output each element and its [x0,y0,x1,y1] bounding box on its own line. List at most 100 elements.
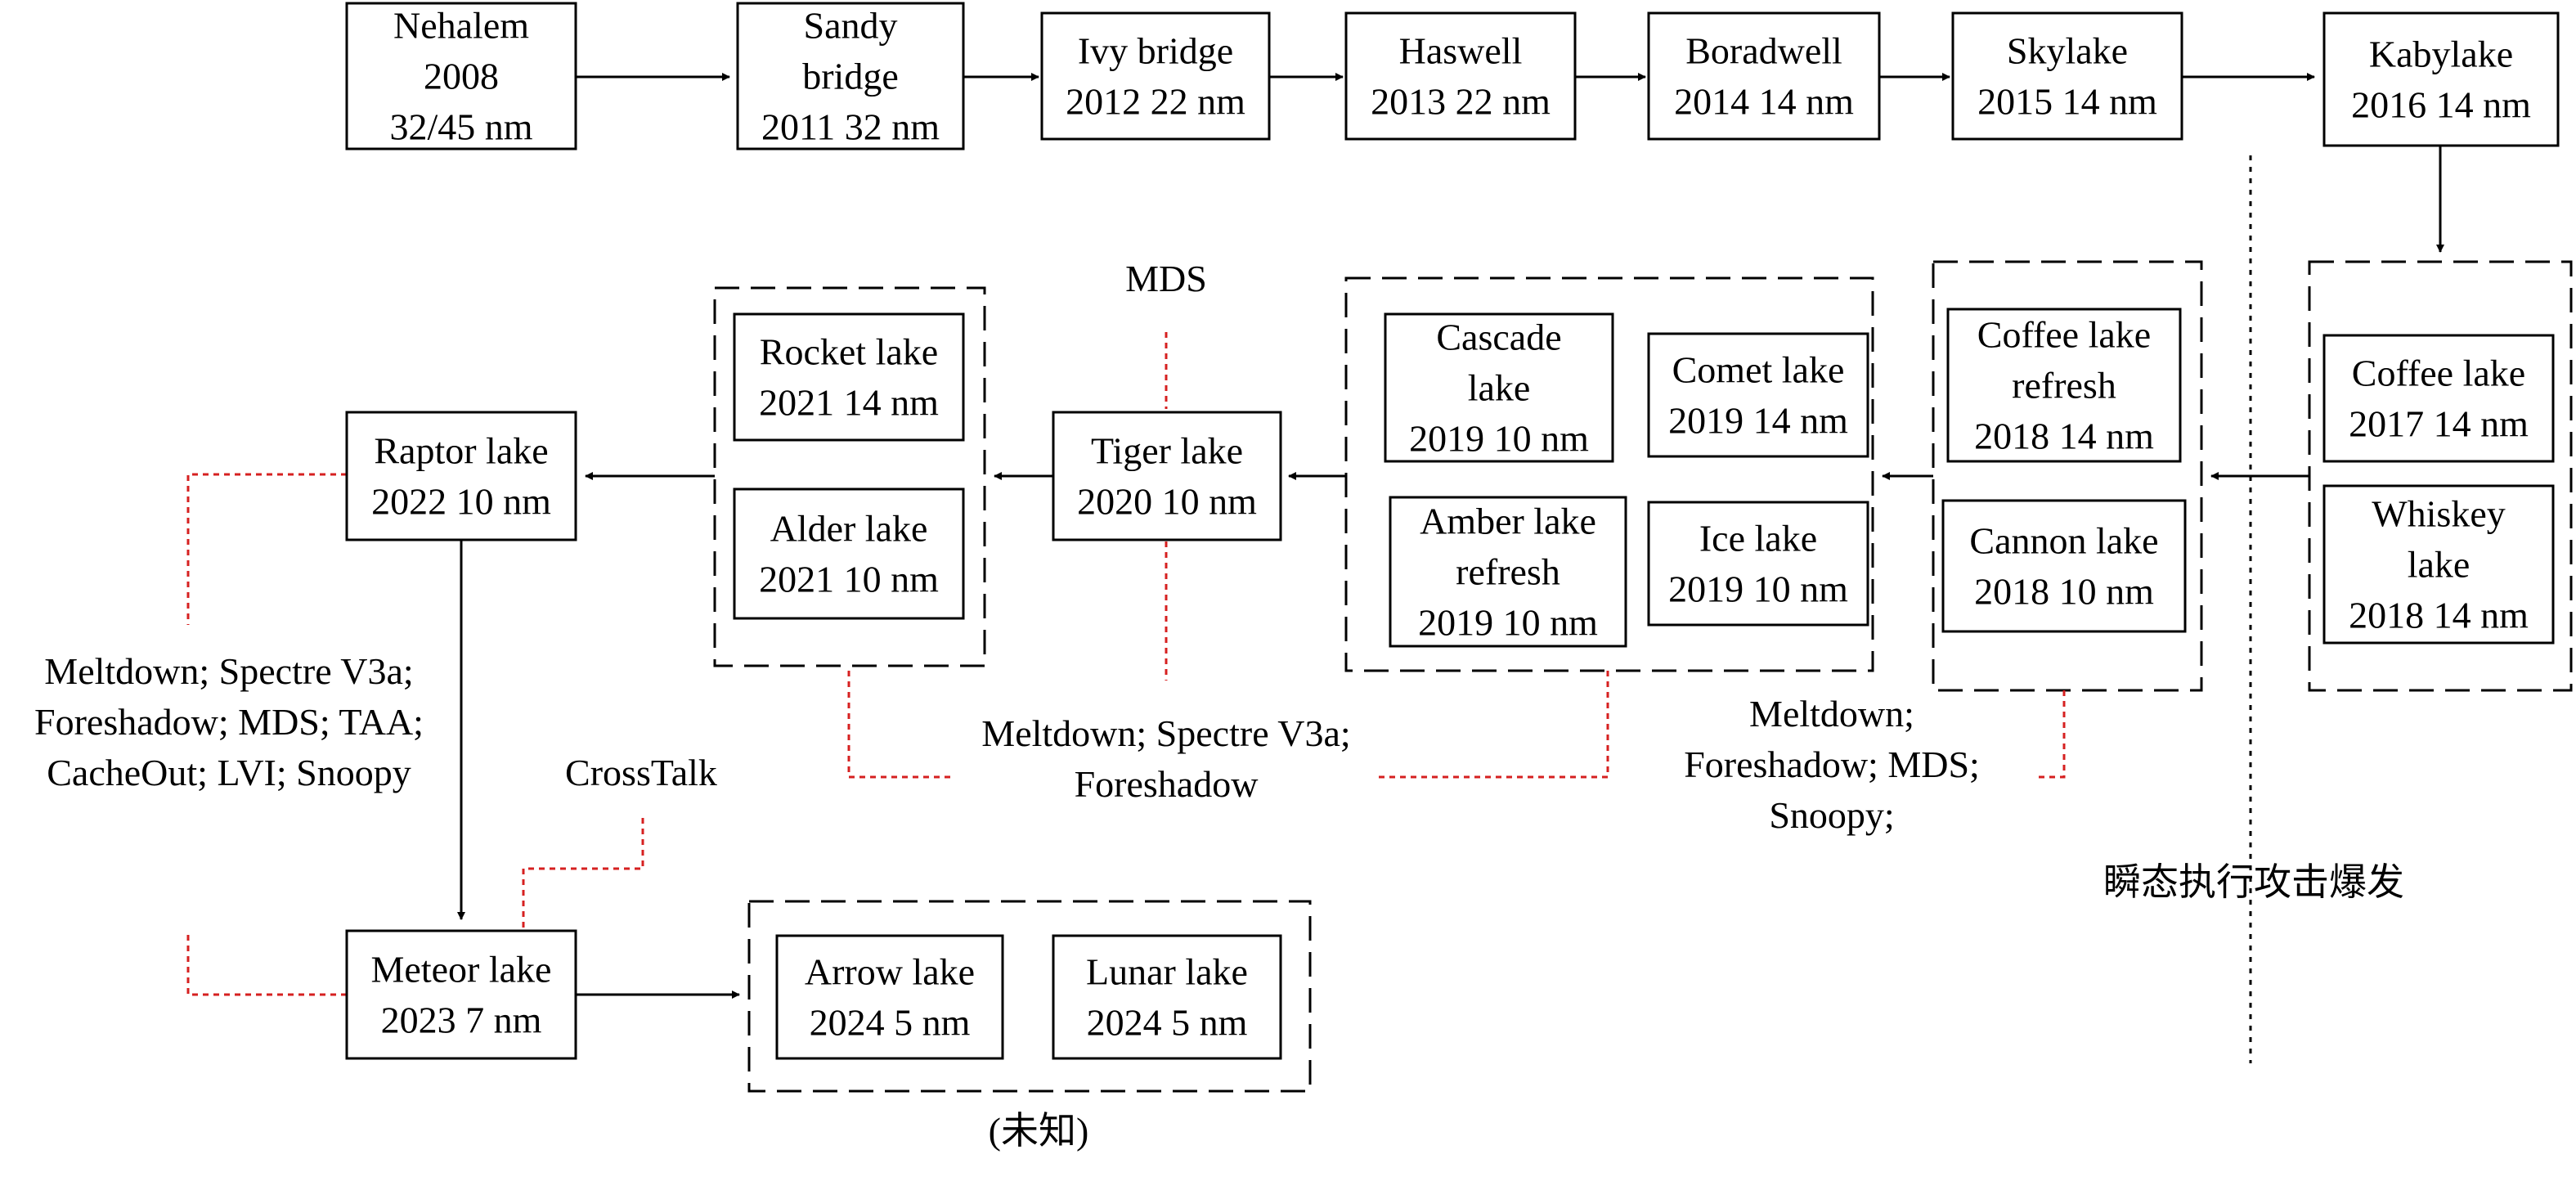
node-ivy-bridge-box [1040,11,1271,141]
node-nehalem-box [345,2,577,150]
node-tiger-lake-line-2: 2020 10 nm [1077,481,1257,523]
node-skylake-line-1: Skylake [2007,30,2128,72]
node-haswell-line-2: 2013 22 nm [1371,81,1551,123]
node-cascade-lake-line-3: 2019 10 nm [1409,418,1589,460]
node-kabylake-box [2322,11,2560,147]
node-comet-lake-line-1: Comet lake [1672,349,1845,391]
node-raptor-lake: Raptor lake 2022 10 nm [345,411,577,541]
node-whiskey-lake-line-2: lake [2408,544,2471,586]
node-meteor-lake-line-1: Meteor lake [371,949,552,991]
label-unknown-line-1: (未知) [989,1110,1089,1152]
node-skylake: Skylake 2015 14 nm [1951,11,2183,141]
node-cannon-lake: Cannon lake 2018 10 nm [1941,499,2187,633]
label-right-vulns: Meltdown;Foreshadow; MDS;Snoopy; [1684,693,1980,836]
labels-layer: MDS Meltdown; Spectre V3a; Foreshadow; MDS… [34,258,2404,1152]
leader-middle-left [847,671,952,779]
node-rocket-lake-box [733,312,965,442]
node-cascade-lake: Cascade lake 2019 10 nm [1384,312,1614,463]
node-arrow-lake-line-2: 2024 5 nm [810,1002,971,1044]
node-alder-lake-line-2: 2021 10 nm [759,559,939,600]
node-ice-lake-box [1647,501,1869,627]
node-coffee-refresh: Coffee lake refresh 2018 14 nm [1946,308,2182,463]
node-coffee-refresh-box [1946,308,2182,463]
label-crosstalk: CrossTalk [565,752,717,793]
node-lunar-lake-box [1052,934,1282,1060]
node-skylake-line-2: 2015 14 nm [1977,81,2157,123]
node-broadwell-box [1647,11,1881,141]
node-nehalem-line-3: 32/45 nm [389,106,532,148]
node-whiskey-lake-line-1: Whiskey [2372,493,2506,535]
node-coffee-refresh-line-2: refresh [2012,365,2116,407]
label-transient-burst-line-1: 瞬态执行攻击爆发 [2103,861,2404,903]
node-amber-refresh-line-1: Amber lake [1420,501,1596,542]
node-kabylake-line-1: Kabylake [2369,34,2513,75]
node-amber-refresh-line-3: 2019 10 nm [1418,602,1598,644]
leader-right-vulns [2035,690,2066,779]
node-nehalem-line-2: 2008 [424,56,499,97]
node-kabylake: Kabylake 2016 14 nm [2322,11,2560,147]
node-ice-lake-line-1: Ice lake [1699,518,1817,559]
node-kabylake-line-2: 2016 14 nm [2351,84,2531,126]
label-right-vulns-line-2: Foreshadow; MDS; [1684,743,1980,785]
node-sandy-bridge-box [736,2,965,150]
label-raptor-vulns-line-1: Meltdown; Spectre V3a; [44,650,413,692]
node-tiger-lake-box [1052,411,1282,541]
node-lunar-lake-line-1: Lunar lake [1086,951,1248,993]
node-ice-lake-line-2: 2019 10 nm [1668,568,1848,610]
node-cascade-lake-line-1: Cascade [1436,317,1561,358]
node-amber-refresh-line-2: refresh [1456,551,1560,593]
node-coffee-refresh-line-1: Coffee lake [1977,314,2151,356]
node-amber-refresh-box [1389,496,1627,648]
node-ivy-bridge: Ivy bridge 2012 22 nm [1040,11,1271,141]
label-mds-line-1: MDS [1125,258,1207,299]
node-cannon-lake-line-1: Cannon lake [1969,520,2158,562]
node-ivy-bridge-line-2: 2012 22 nm [1066,81,1245,123]
node-amber-refresh: Amber lake refresh 2019 10 nm [1389,496,1627,648]
node-lunar-lake-line-2: 2024 5 nm [1087,1002,1248,1044]
label-mds: MDS [1125,258,1207,299]
node-rocket-lake-line-1: Rocket lake [760,331,938,373]
node-coffee-lake-line-2: 2017 14 nm [2349,403,2529,445]
node-meteor-lake-box [345,929,577,1060]
label-middle-vulns: Meltdown; Spectre V3a;Foreshadow [981,712,1350,805]
node-cascade-lake-line-2: lake [1468,367,1531,409]
leader-meteor-vulns [186,932,347,996]
node-cascade-lake-box [1384,312,1614,463]
node-rocket-lake-line-2: 2021 14 nm [759,382,939,424]
label-raptor-vulns-line-2: Foreshadow; MDS; TAA; [34,701,424,743]
node-ice-lake: Ice lake 2019 10 nm [1647,501,1869,627]
node-meteor-lake: Meteor lake 2023 7 nm [345,929,577,1060]
node-raptor-lake-line-1: Raptor lake [374,430,548,472]
group-2024-lakes [747,900,1312,1093]
node-sandy-bridge-line-1: Sandy [804,5,898,47]
node-raptor-lake-line-2: 2022 10 nm [371,481,551,523]
node-lunar-lake: Lunar lake 2024 5 nm [1052,934,1282,1060]
node-comet-lake-box [1647,332,1869,458]
node-coffee-refresh-line-3: 2018 14 nm [1974,416,2154,457]
node-ivy-bridge-line-1: Ivy bridge [1078,30,1233,72]
label-raptor-vulns: Meltdown; Spectre V3a; Foreshadow; MDS; T… [34,650,424,793]
group-2019-lakes [1344,276,1874,672]
leader-crosstalk [522,818,644,928]
label-transient-burst: 瞬态执行攻击爆发 [2103,861,2404,903]
node-raptor-lake-box [345,411,577,541]
node-arrow-lake-line-1: Arrow lake [805,951,975,993]
node-haswell-line-1: Haswell [1399,30,1523,72]
node-coffee-lake-line-1: Coffee lake [2352,353,2525,394]
node-cannon-lake-line-2: 2018 10 nm [1974,571,2154,613]
group-coffee-cannon [1932,260,2203,692]
node-haswell-box [1344,11,1577,141]
label-right-vulns-line-3: Snoopy; [1769,794,1894,836]
node-coffee-lake: Coffee lake 2017 14 nm [2322,334,2555,463]
node-meteor-lake-line-2: 2023 7 nm [381,1000,542,1041]
node-arrow-lake-box [775,934,1004,1060]
leader-middle-right [1379,671,1609,779]
